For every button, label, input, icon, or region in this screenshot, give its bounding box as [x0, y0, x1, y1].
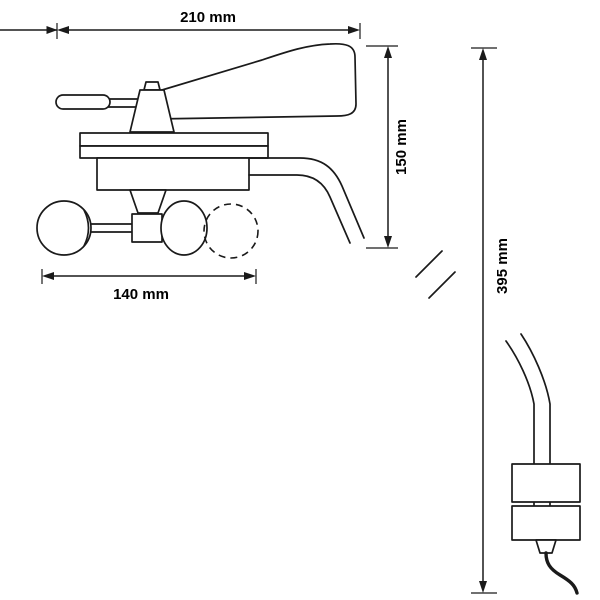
mounting-arm [248, 157, 365, 244]
pole-clamp [511, 463, 581, 554]
counterweight [55, 94, 143, 110]
vane-hub [129, 81, 175, 133]
dimension-cups-width: 140 mm [41, 269, 257, 303]
dimension-label-140mm: 140 mm [113, 286, 169, 303]
dimension-label-150mm: 150 mm [393, 119, 410, 175]
dimension-top-width: 210 mm [0, 9, 361, 39]
wind-vane-fin [151, 42, 357, 120]
break-marks [415, 250, 456, 299]
cup-rotation-path [203, 203, 259, 259]
dimension-label-395mm: 395 mm [494, 238, 511, 294]
sensor-body [79, 132, 269, 214]
cable [544, 551, 579, 595]
anemometer-cups [36, 200, 259, 259]
dimension-pole-height: 395 mm [471, 47, 511, 594]
dimension-label-210mm: 210 mm [180, 9, 236, 26]
dimension-device-height: 150 mm [366, 45, 410, 249]
cable-gland [535, 539, 557, 554]
